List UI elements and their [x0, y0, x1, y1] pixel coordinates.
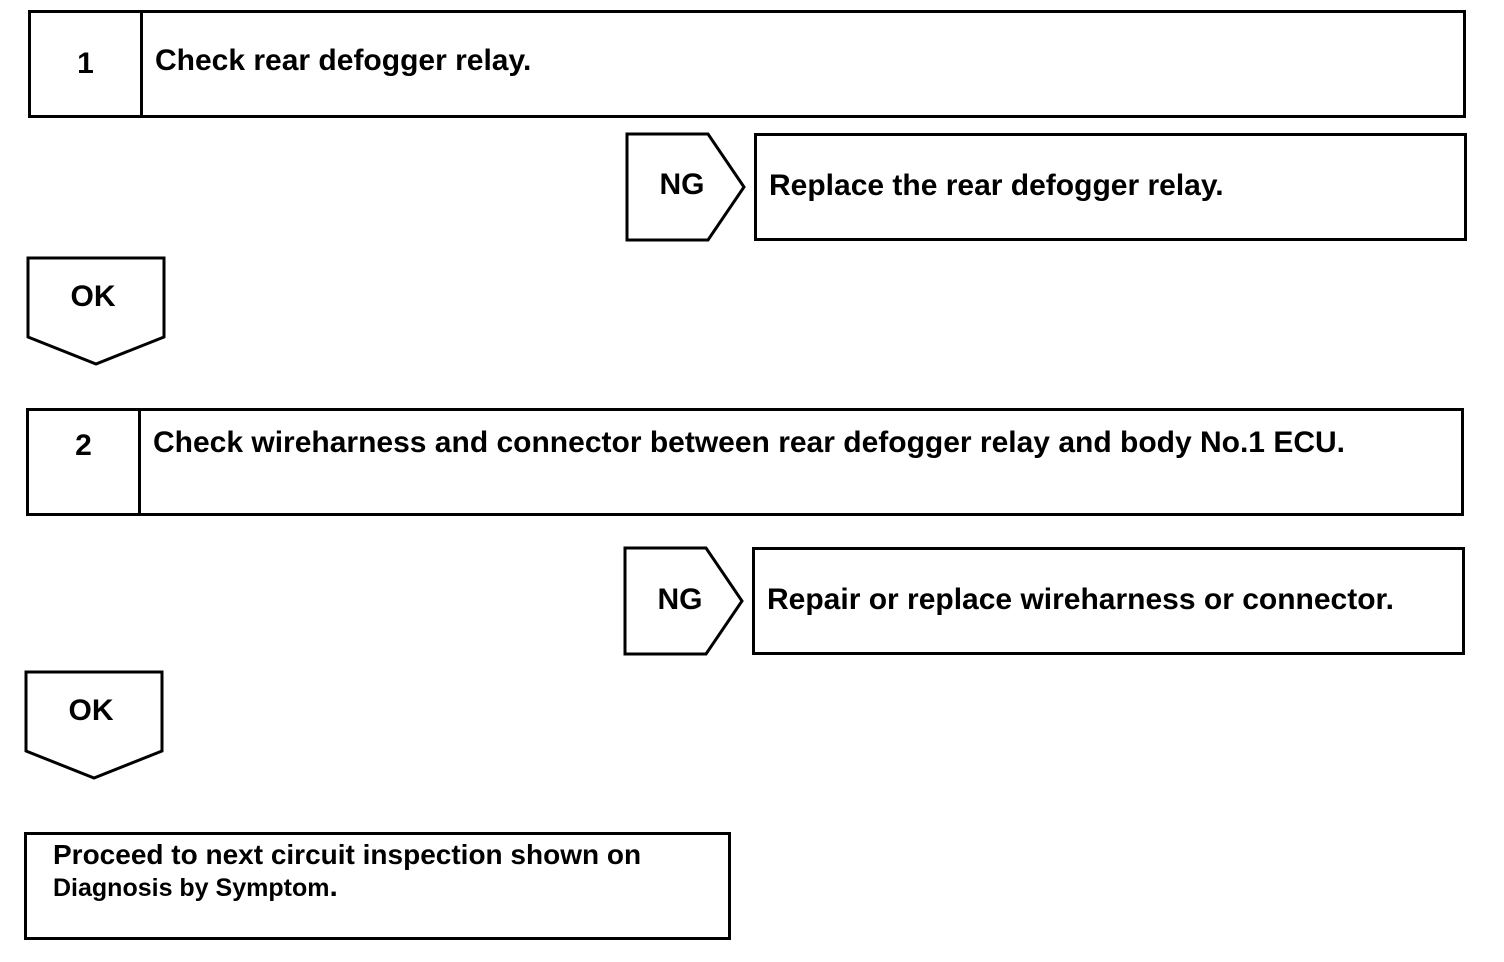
- ok-arrow-1-shape: [26, 256, 166, 366]
- step-1-number: 1: [31, 13, 143, 115]
- step-2-number: 2: [29, 411, 141, 513]
- ng-arrow-1-shape: [625, 132, 746, 242]
- step-2-box: 2 Check wireharness and connector betwee…: [26, 408, 1464, 516]
- ng-result-2-box: Repair or replace wireharness or connect…: [752, 547, 1465, 655]
- ok-arrow-2-shape: [24, 670, 164, 780]
- step-2-text: Check wireharness and connector between …: [153, 426, 1346, 459]
- ng-arrow-2-shape: [623, 546, 744, 656]
- final-instruction-box: Proceed to next circuit inspection shown…: [24, 832, 731, 940]
- final-line-1: Proceed to next circuit inspection shown…: [53, 839, 642, 870]
- ng-result-2-text: Repair or replace wireharness or connect…: [767, 583, 1394, 616]
- final-line-2: Diagnosis by Symptom.: [53, 871, 728, 904]
- ok-label-1: OK: [70, 280, 116, 313]
- step-1-box: 1 Check rear defogger relay.: [28, 10, 1466, 118]
- ng-label-2: NG: [657, 583, 703, 616]
- final-line-2-period: .: [329, 870, 338, 903]
- diagnosis-by-symptom-reference: Diagnosis by Symptom: [53, 874, 330, 902]
- ng-result-1-box: Replace the rear defogger relay.: [754, 133, 1467, 241]
- ng-result-1-text: Replace the rear defogger relay.: [769, 169, 1224, 202]
- step-1-text: Check rear defogger relay.: [155, 44, 532, 77]
- ok-label-2: OK: [68, 694, 114, 727]
- final-instruction-text: Proceed to next circuit inspection shown…: [27, 835, 728, 904]
- ng-label-1: NG: [659, 168, 705, 201]
